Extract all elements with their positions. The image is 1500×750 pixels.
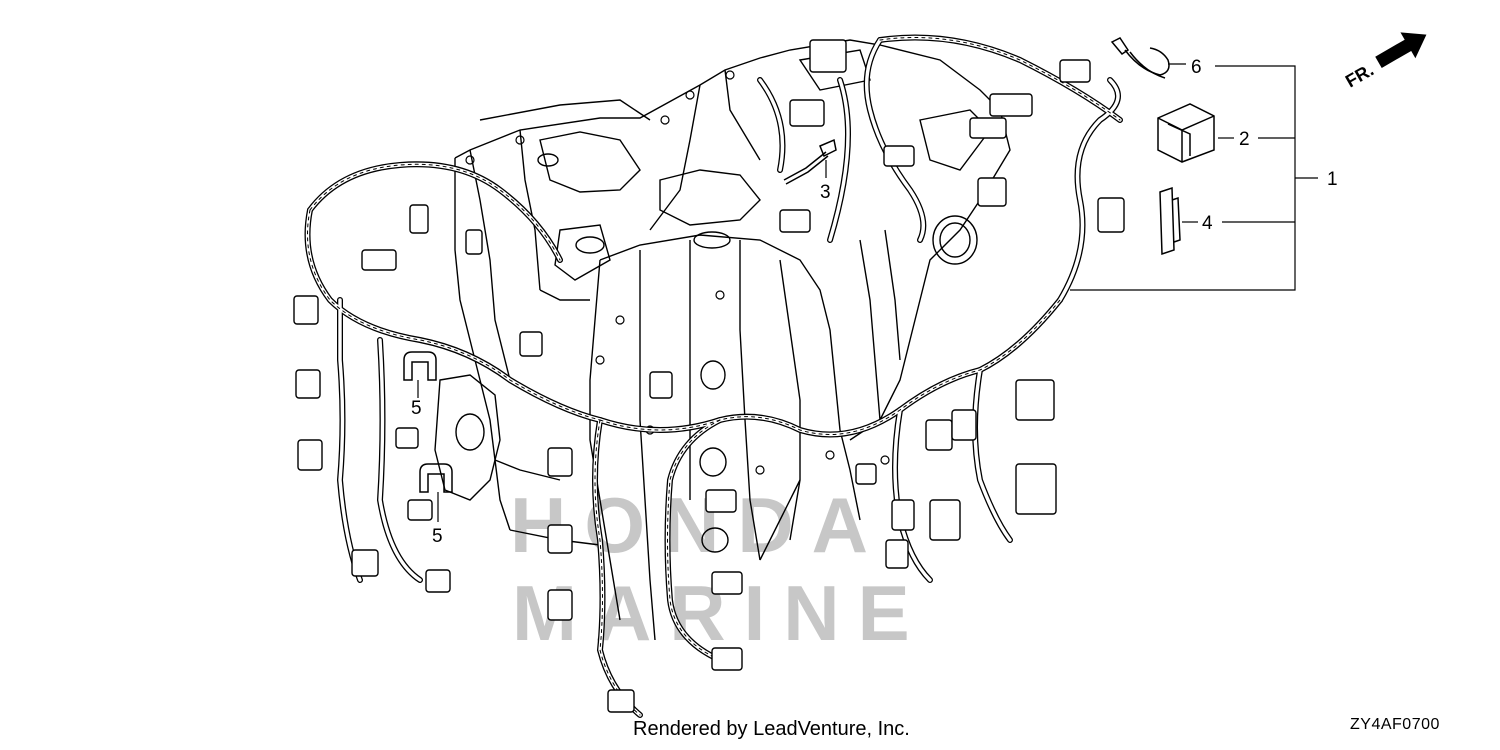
callout-5b: 5 — [432, 526, 443, 547]
callout-6: 6 — [1191, 57, 1202, 78]
callout-2: 2 — [1239, 129, 1250, 150]
diagram-code: ZY4AF0700 — [1350, 716, 1440, 733]
callout-3: 3 — [820, 182, 831, 203]
clip-parts — [403, 351, 453, 493]
engine-block — [434, 39, 1011, 641]
front-label: FR. — [1342, 60, 1377, 92]
callout-5a: 5 — [411, 398, 422, 419]
footer-credit: Rendered by LeadVenture, Inc. — [633, 718, 910, 740]
loose-parts — [783, 37, 1215, 256]
callout-4: 4 — [1202, 213, 1213, 234]
connectors — [293, 39, 1125, 713]
front-direction-indicator: FR. — [1342, 32, 1427, 92]
callout-1: 1 — [1327, 169, 1338, 190]
callout-labels: 1 2 3 4 5 5 6 — [411, 57, 1338, 547]
bolt-details — [465, 70, 890, 475]
leader-lines — [417, 63, 1318, 522]
watermark: HONDA MARINE — [510, 481, 928, 657]
watermark-line-2: MARINE — [512, 569, 928, 657]
arrow-right-icon — [1375, 32, 1427, 68]
